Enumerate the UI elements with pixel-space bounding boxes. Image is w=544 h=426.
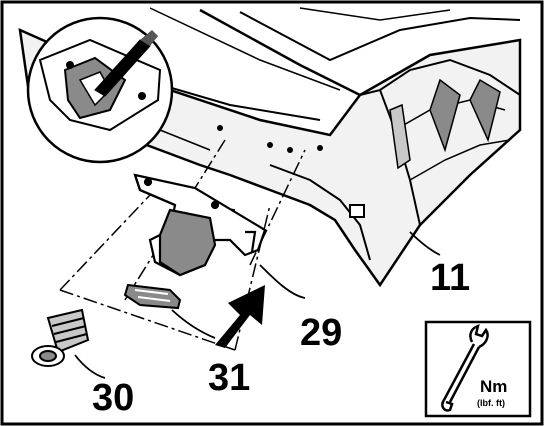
callout-30: 30 — [92, 377, 134, 419]
bracket-29 — [133, 173, 267, 277]
callout-11: 11 — [430, 257, 470, 299]
torque-unit-nm: Nm — [480, 377, 507, 396]
clip-31 — [123, 283, 182, 310]
detail-connector-line — [159, 129, 211, 151]
callout-31: 31 — [208, 357, 250, 399]
direction-arrow — [215, 285, 265, 348]
wrench-icon — [441, 324, 489, 412]
screw-30 — [31, 308, 90, 367]
leader-lines — [74, 231, 441, 379]
torque-unit-lbf-ft: (lbf. ft) — [477, 398, 505, 408]
callout-29: 29 — [300, 312, 342, 354]
torque-symbol: Nm (lbf. ft) — [424, 320, 532, 418]
detail-circle — [26, 16, 174, 164]
